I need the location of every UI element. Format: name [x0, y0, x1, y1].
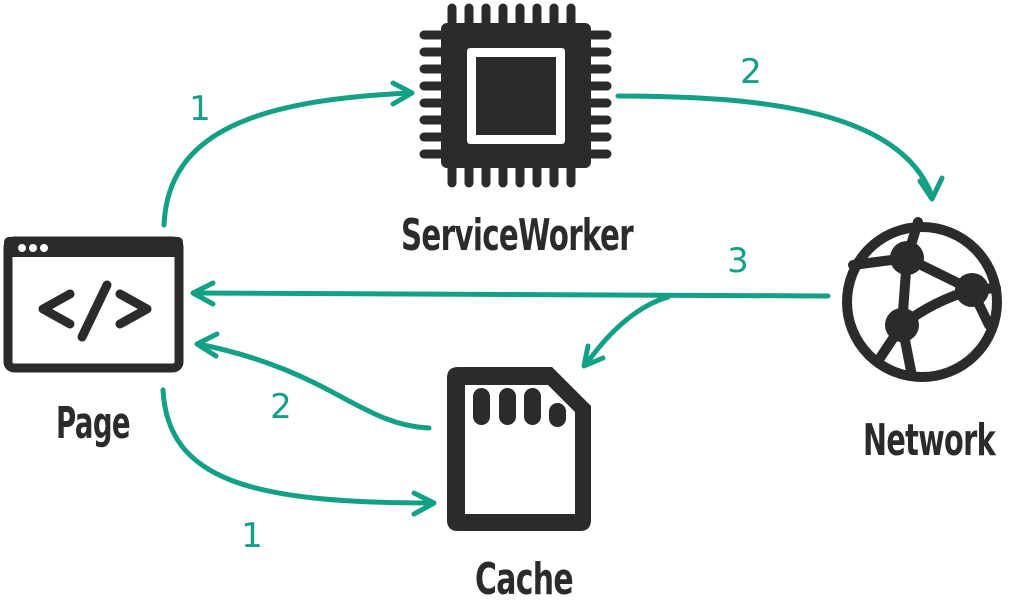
page-label: Page: [56, 398, 130, 449]
network-label: Network: [863, 415, 997, 466]
arrow-page-to-cache: [160, 387, 437, 517]
step-label-serviceworker-to-network: 2: [740, 52, 762, 92]
arrow-cache-to-page: [194, 331, 432, 431]
step-label-page-to-cache: 1: [241, 516, 263, 556]
arrow-page-to-serviceworker: [161, 80, 415, 228]
cpu-chip-icon: [419, 3, 612, 188]
globe-network-icon: [842, 217, 1002, 382]
sd-card-icon: [447, 367, 591, 531]
step-label-network-to-page: 3: [727, 241, 749, 281]
arrow-network-to-page: [190, 280, 831, 307]
arrow-network-to-cache: [581, 294, 671, 369]
service-worker-label: ServiceWorker: [401, 210, 634, 261]
arrow-serviceworker-to-network: [615, 93, 945, 202]
browser-code-icon: [3, 236, 184, 373]
cache-label: Cache: [475, 554, 573, 605]
step-label-page-to-serviceworker: 1: [189, 89, 211, 129]
step-label-cache-to-page: 2: [270, 387, 292, 427]
